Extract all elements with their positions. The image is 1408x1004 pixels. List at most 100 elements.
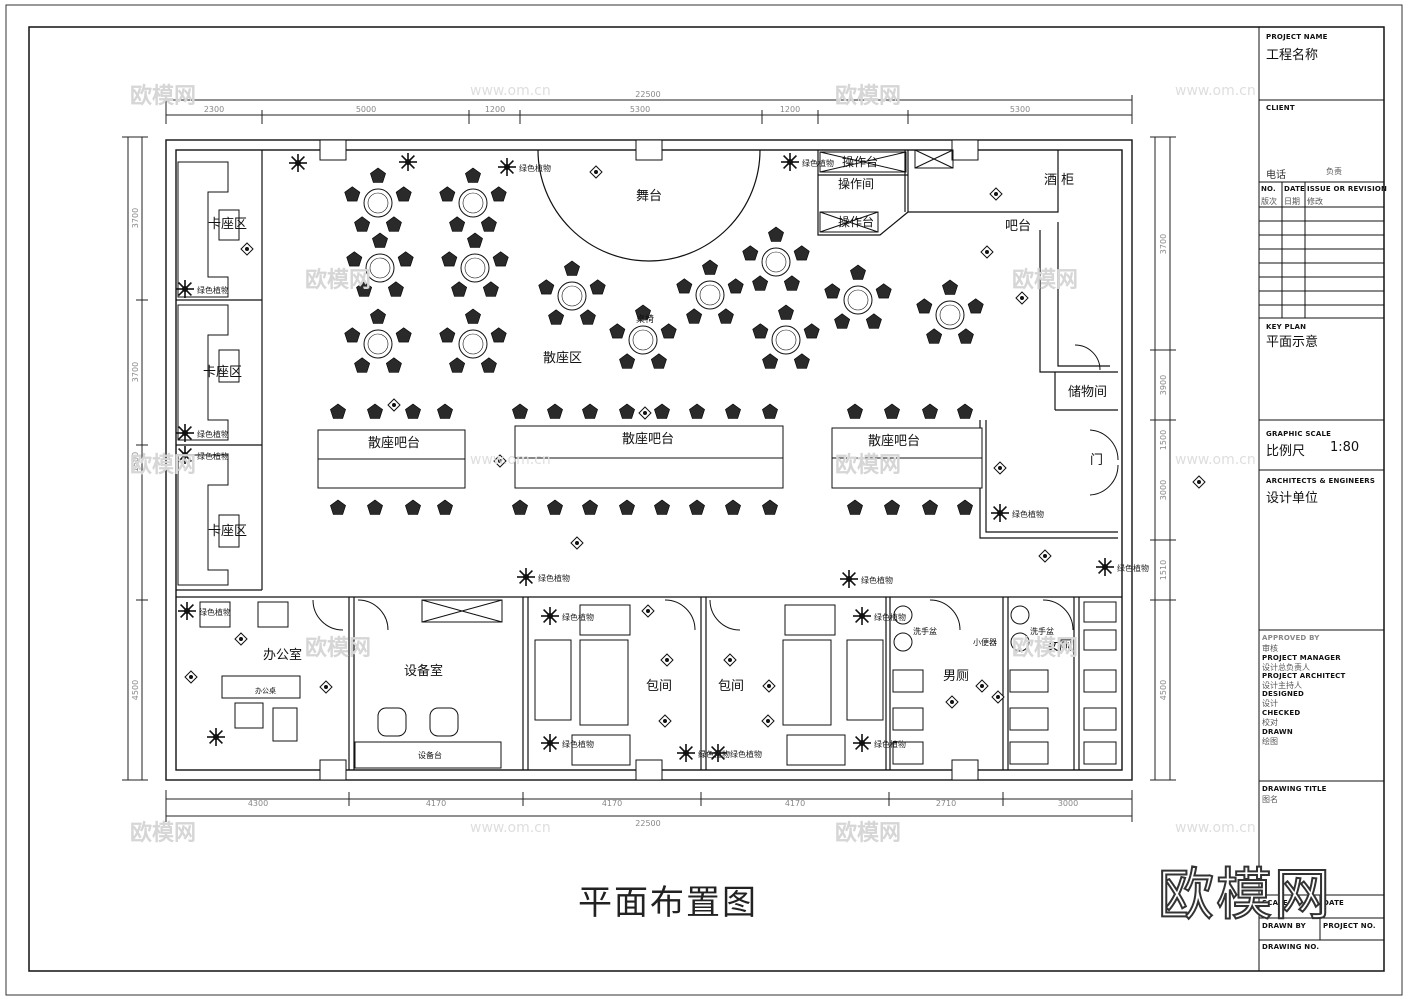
dimension-label: 4170 [426,799,446,808]
dimension-label: 5300 [630,105,650,114]
chair [742,245,759,261]
watermark-url-2: www.om.cn [1175,83,1256,99]
chair [395,186,412,202]
plant-icon [176,446,194,464]
tb-key-plan-cn: 平面示意 [1266,335,1319,350]
casual-bar-label-1: 散座吧台 [368,436,420,451]
office-desk-label: 办公桌 [255,686,276,695]
chair [370,308,386,324]
hand-basin-label-1: 洗手盆 [913,626,937,636]
tb-pm-en: PROJECT MANAGER [1262,654,1341,662]
table-cluster [441,232,509,297]
mens-wc-label: 男厕 [943,669,969,684]
table-cluster [439,167,507,232]
chair [582,403,598,419]
tb-scale-label: SCALE [1262,899,1288,907]
chair [405,403,421,419]
plant-icon [853,607,871,625]
chair [387,281,404,297]
chair [367,403,383,419]
plant-icon [498,158,516,176]
interior-walls [176,149,1122,770]
round-table-clusters [344,167,984,373]
table-cluster [916,279,984,344]
watermark-8: 欧模网 [1012,636,1079,661]
toilet-fixtures [312,344,1119,765]
chair [346,251,363,267]
plant-icon [541,734,559,752]
watermark-3: 欧模网 [305,268,372,293]
table-cluster [752,304,820,369]
tb-drawing-title-en: DRAWING TITLE [1262,785,1327,793]
chair [727,278,744,294]
chair [725,403,741,419]
plant-label: 绿色植物 [519,163,551,173]
bar-stools [330,403,973,515]
watermark-url-6: www.om.cn [1175,820,1256,836]
chair [725,499,741,515]
chair [942,279,958,295]
tb-project-name-en: PROJECT NAME [1266,33,1328,41]
brand-watermark: 欧模网 [1157,862,1332,929]
operation-desk-label-1: 操作台 [842,154,878,169]
chair [480,216,497,232]
watermark-url-5: www.om.cn [470,820,551,836]
tb-pa-en: PROJECT ARCHITECT [1262,672,1346,680]
chair [689,403,705,419]
tb-scale-value: 1:80 [1330,440,1360,455]
private-room-furniture [199,149,954,769]
chair [654,499,670,515]
plant-icon [176,280,194,298]
plant-icon [840,570,858,588]
tb-pm-cn: 设计总负责人 [1262,663,1310,672]
chair [850,264,866,280]
tb-key-plan-en: KEY PLAN [1266,323,1307,331]
dimension-label: 3000 [1058,799,1078,808]
chair [783,275,800,291]
watermark-url-3: www.om.cn [470,452,551,468]
chair [689,499,705,515]
room-labels: 卡座区 卡座区 卡座区 舞台 操作台 操作间 操作台 酒 柜 吧台 储物间 门 … [203,154,1107,760]
tb-no: NO. [1261,185,1276,193]
chair [356,281,373,297]
chair [619,499,635,515]
watermark-4: 欧模网 [1012,268,1079,293]
table-cluster [344,308,412,373]
chair [884,499,900,515]
dimension-lines [122,95,1176,822]
title-block-frame [1258,27,1384,971]
chair [824,283,841,299]
booth-label-2: 卡座区 [203,365,242,380]
dimension-label: 1200 [780,105,800,114]
watermark-9: 欧模网 [130,821,197,846]
chair [372,232,388,248]
plant-label: 绿色植物 [1117,563,1149,573]
watermark-url-1: www.om.cn [470,83,551,99]
chair [439,186,456,202]
chair [686,308,703,324]
chair [768,226,784,242]
dimension-label: 3700 [131,208,140,228]
decor-markers [184,165,1206,728]
chair [762,403,778,419]
dimension-label: 4170 [602,799,622,808]
chair [762,353,779,369]
watermark-url-4: www.om.cn [1175,452,1256,468]
chair [354,357,371,373]
plant-label: 绿色植物 [538,573,570,583]
tb-client-en: CLIENT [1266,104,1295,112]
chair [717,308,734,324]
tb-approved-cn: 审核 [1262,644,1278,653]
watermark-7: 欧模网 [305,636,372,661]
chair [793,353,810,369]
tb-scale-en: GRAPHIC SCALE [1266,430,1332,438]
equipment-room-label: 设备室 [404,663,443,679]
chair [354,216,371,232]
tb-date-cn: 日期 [1284,197,1300,206]
booth-label-3: 卡座区 [208,524,247,539]
chair [865,313,882,329]
chair [752,275,769,291]
plant-icon [207,728,225,746]
chair [847,499,863,515]
